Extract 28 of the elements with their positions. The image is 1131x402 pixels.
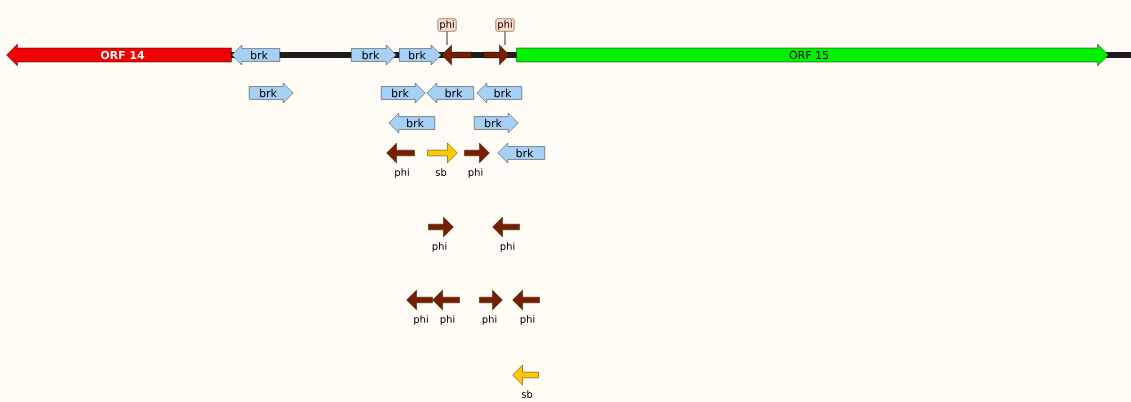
gene-label: phi (482, 315, 497, 325)
gene-feature: brk (399, 44, 442, 66)
tag-box: phi (437, 18, 457, 32)
leader-line (446, 31, 448, 46)
gene-feature: brk (351, 44, 397, 66)
gene-label: phi (432, 242, 447, 252)
gene-feature: ORF 15 (516, 43, 1109, 67)
gene-feature: brk (426, 82, 474, 104)
gene-feature: brk (476, 82, 522, 104)
gene-feature: brk (249, 82, 294, 104)
gene-label: phi (395, 168, 409, 178)
gene-feature: brk (497, 142, 545, 164)
gene-label: sb (435, 168, 447, 176)
gene-feature (441, 44, 472, 66)
gene-label: phi (440, 315, 455, 325)
tag-box: phi (495, 18, 515, 32)
gene-label: phi (414, 315, 428, 325)
gene-label: phi (520, 315, 535, 325)
gene-label: phi (500, 242, 515, 252)
gene-feature: brk (388, 112, 435, 134)
gene-feature (483, 44, 510, 66)
gene-label: sb (521, 390, 533, 398)
leader-line (504, 31, 506, 46)
gene-label: phi (468, 168, 483, 178)
gene-feature: ORF 14 (6, 43, 232, 67)
gene-feature: brk (381, 82, 426, 104)
gene-feature: brk (231, 44, 280, 66)
gene-feature: brk (474, 112, 519, 134)
